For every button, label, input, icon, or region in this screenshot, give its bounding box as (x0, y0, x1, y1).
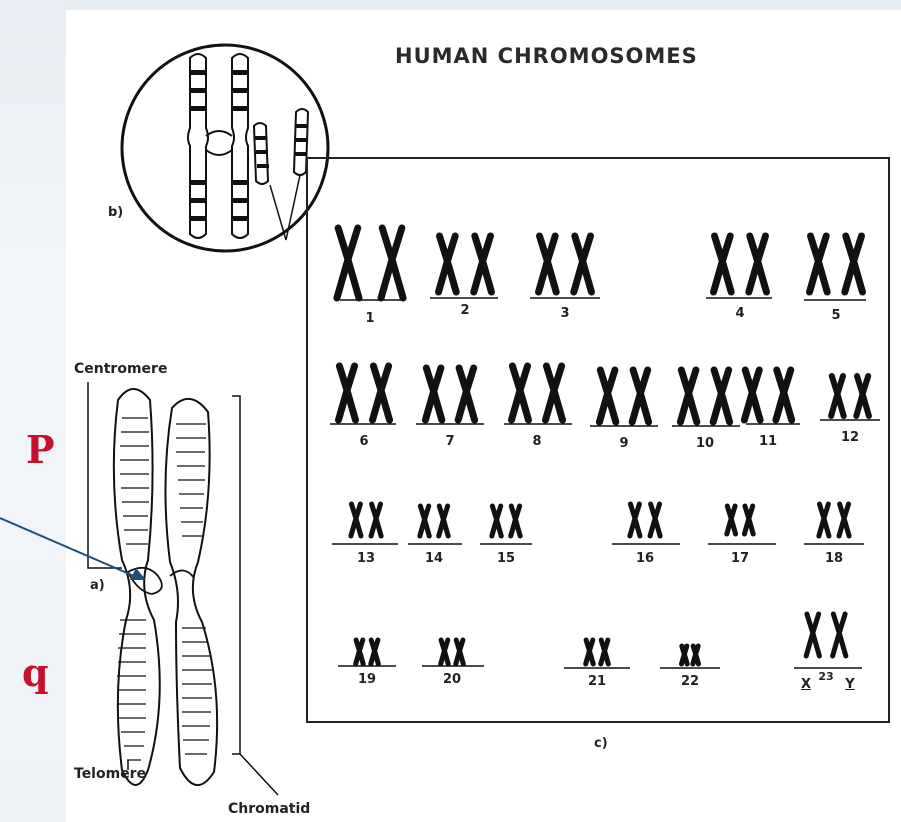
telomere-label: Telomere (74, 766, 146, 782)
chromosome-number: 3 (560, 306, 569, 321)
karyotype-box (306, 157, 890, 723)
closeup-circle (122, 45, 328, 251)
centromere-label: Centromere (74, 361, 167, 377)
chromosome-number: 10 (696, 436, 714, 451)
chromosome-number: 5 (831, 308, 840, 323)
chromosome-number: 6 (359, 434, 368, 449)
chromosome-number: 11 (759, 434, 777, 449)
chromosome-number: 14 (425, 551, 443, 566)
chromosome-number: 13 (357, 551, 375, 566)
chromosome-number: 12 (841, 430, 859, 445)
chromosome-number: 1 (365, 311, 374, 326)
chromosome-number: 15 (497, 551, 515, 566)
chromosome-number: 7 (445, 434, 454, 449)
chromosome-number: 21 (588, 674, 606, 689)
panel-b-label: b) (108, 205, 123, 220)
chromosome-number: 16 (636, 551, 654, 566)
p-arm-label: P (26, 427, 55, 472)
panel-c-label: c) (594, 736, 608, 751)
chromosome-number: 18 (825, 551, 843, 566)
chromosome-number: 22 (681, 674, 699, 689)
panel-a-label: a) (90, 578, 105, 593)
chromosome-number: 20 (443, 672, 461, 687)
chromosome-number: 17 (731, 551, 749, 566)
chromosome-number: 2 (460, 303, 469, 318)
q-arm-label: q (22, 650, 49, 695)
sex-chromosome-x: X (801, 677, 811, 692)
sex-chromosome-y: Y (845, 677, 854, 692)
chromatid-label: Chromatid (228, 801, 310, 817)
chromosome-number: 9 (619, 436, 628, 451)
sex-chromosome-number: 23 (818, 670, 833, 683)
chromosome-number: 4 (735, 306, 744, 321)
chromosome-number: 8 (532, 434, 541, 449)
chromosome-number: 19 (358, 672, 376, 687)
chromatid-bracket (232, 396, 240, 754)
